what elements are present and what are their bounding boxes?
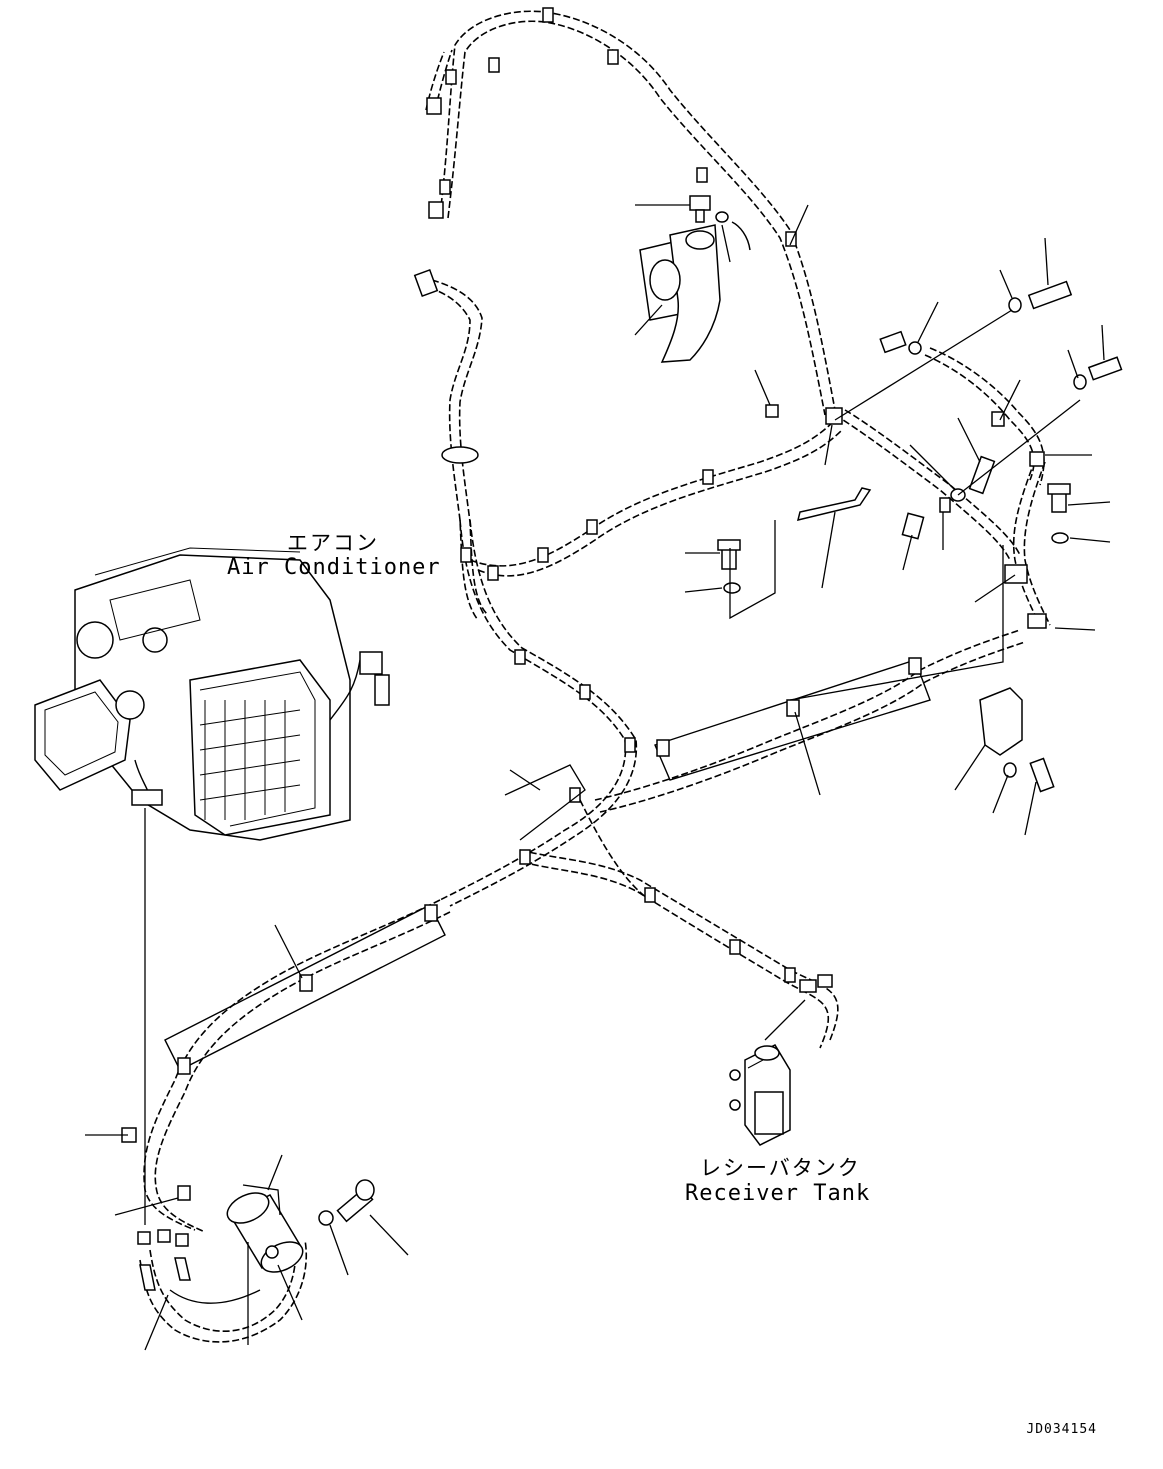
air-conditioner-label-ja: エアコン	[287, 531, 379, 555]
upper-connectors	[413, 97, 444, 298]
air-conditioner-unit	[34, 547, 390, 841]
upper-hose-loop	[419, 10, 836, 621]
right-hardware	[717, 280, 1123, 793]
upper-clamps	[439, 7, 797, 464]
receiver-dryer	[226, 1192, 304, 1273]
lower-bolt	[318, 1179, 375, 1226]
air-conditioner-label-en: Air Conditioner	[227, 555, 441, 580]
drawing-code: JD034154	[1026, 1422, 1097, 1437]
leader-lines	[85, 204, 1111, 1351]
receiver-tank-part	[729, 974, 833, 1146]
expansion-valve	[639, 195, 751, 363]
lower-hoses	[139, 899, 451, 1343]
receiver-tank-label-ja: レシーバタンク	[700, 1156, 861, 1180]
middle-hoses	[439, 347, 1051, 1049]
lower-clamps	[121, 904, 438, 1201]
receiver-tank-label-en: Receiver Tank	[685, 1181, 871, 1206]
middle-clamps	[460, 407, 1047, 983]
lower-fittings	[137, 1229, 191, 1291]
